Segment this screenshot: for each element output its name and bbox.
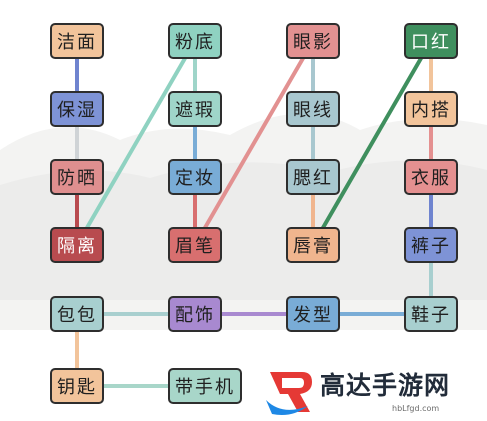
watermark-url: hbLfgd.com xyxy=(392,404,440,413)
word-tile-fangshai[interactable]: 防晒 xyxy=(50,159,104,195)
word-tile-zhexia[interactable]: 遮瑕 xyxy=(168,91,222,127)
word-tile-baoshi[interactable]: 保湿 xyxy=(50,91,104,127)
word-tile-faxing[interactable]: 发型 xyxy=(286,296,340,332)
watermark-title: 高达手游网 xyxy=(320,371,451,400)
connection-line-meibi-yanying xyxy=(193,39,315,247)
watermark-logo-icon xyxy=(266,372,312,415)
word-tile-saihong[interactable]: 腮红 xyxy=(286,159,340,195)
word-tile-yanxian[interactable]: 眼线 xyxy=(286,91,340,127)
word-tile-dingzhuang[interactable]: 定妆 xyxy=(168,159,222,195)
word-tile-daishouji[interactable]: 带手机 xyxy=(168,368,242,404)
word-tile-fendi[interactable]: 粉底 xyxy=(168,23,222,59)
word-tile-neida[interactable]: 内搭 xyxy=(404,91,458,127)
word-tile-kuzi[interactable]: 裤子 xyxy=(404,227,458,263)
connection-line-chungao-kouhong xyxy=(311,39,433,247)
word-tile-jiemian[interactable]: 洁面 xyxy=(50,23,104,59)
word-tile-baobao[interactable]: 包包 xyxy=(50,296,104,332)
word-tile-yaoshi[interactable]: 钥匙 xyxy=(50,368,104,404)
word-tile-chungao[interactable]: 唇膏 xyxy=(286,227,340,263)
word-tile-meibi[interactable]: 眉笔 xyxy=(168,227,222,263)
connection-line-geli-fendi xyxy=(75,39,197,247)
word-tile-geli[interactable]: 隔离 xyxy=(50,227,104,263)
word-tile-xiezi[interactable]: 鞋子 xyxy=(404,296,458,332)
word-tile-peishi[interactable]: 配饰 xyxy=(168,296,222,332)
word-tile-kouhong[interactable]: 口红 xyxy=(404,23,458,59)
word-tile-yifu[interactable]: 衣服 xyxy=(404,159,458,195)
word-tile-yanying[interactable]: 眼影 xyxy=(286,23,340,59)
